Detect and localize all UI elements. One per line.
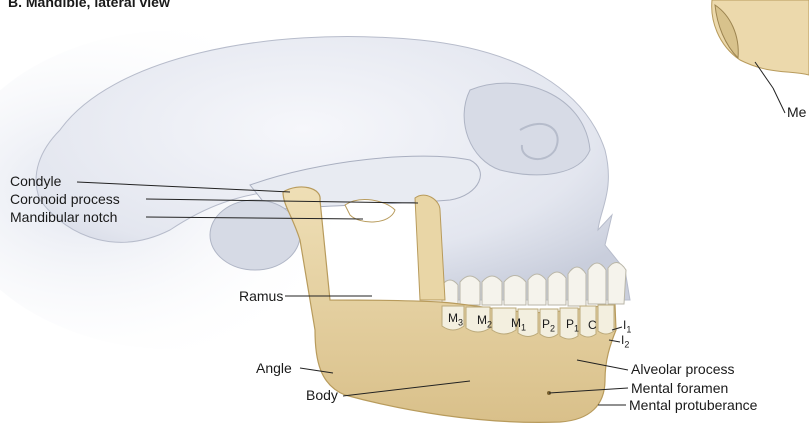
- label-mandibular-notch: Mandibular notch: [10, 209, 117, 225]
- coronoid-process: [415, 195, 445, 300]
- inset-partial-label: Me: [787, 104, 806, 120]
- tooth-label-m3: M3: [448, 311, 463, 329]
- label-mental-protuberance: Mental protuberance: [629, 397, 757, 413]
- label-ramus: Ramus: [239, 288, 283, 304]
- label-alveolar-process: Alveolar process: [631, 361, 735, 377]
- tooth-label-m2: M2: [477, 313, 492, 331]
- label-angle: Angle: [256, 360, 292, 376]
- tooth-label-p2: P2: [542, 317, 555, 335]
- label-coronoid-process: Coronoid process: [10, 191, 120, 207]
- figure-title: B. Mandible, lateral view: [8, 0, 170, 10]
- tooth-label-c: C: [588, 318, 597, 332]
- mastoid-region: [210, 200, 300, 270]
- tooth-label-m1: M1: [511, 316, 526, 334]
- label-mental-foramen: Mental foramen: [631, 380, 728, 396]
- tooth-label-p1: P1: [566, 317, 579, 335]
- tooth-label-i2: I2: [621, 333, 629, 351]
- label-body: Body: [306, 387, 338, 403]
- label-condyle: Condyle: [10, 173, 61, 189]
